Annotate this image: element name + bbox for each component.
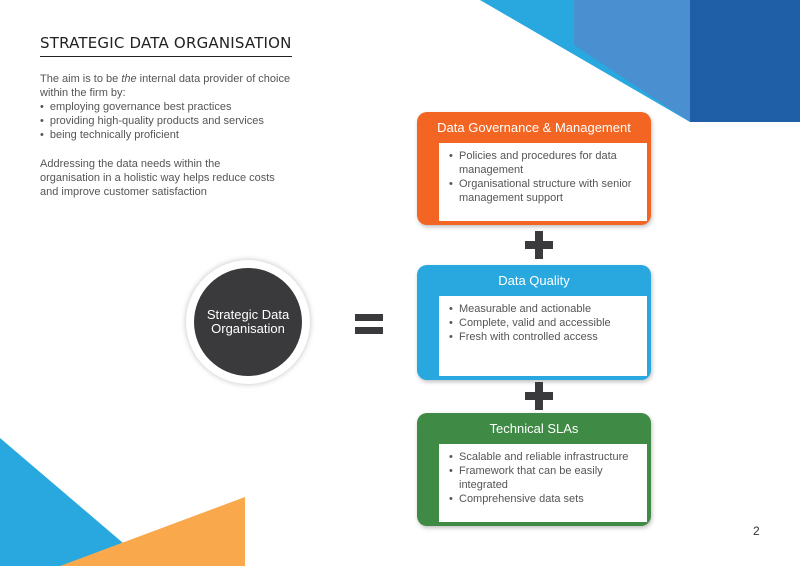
- list-item: Policies and procedures for data managem…: [449, 149, 639, 177]
- intro-paragraph: Addressing the data needs within the org…: [40, 158, 275, 198]
- intro-text: The aim is to be the internal data provi…: [40, 72, 320, 142]
- box-data-quality: Data Quality Measurable and actionable C…: [417, 265, 651, 380]
- list-item: Complete, valid and accessible: [449, 316, 639, 330]
- plus-sign: [525, 382, 553, 410]
- list-item: providing high-quality products and serv…: [40, 114, 320, 128]
- list-item: employing governance best practices: [40, 100, 320, 114]
- page-title: STRATEGIC DATA ORGANISATION: [40, 34, 292, 57]
- box-technical-slas: Technical SLAs Scalable and reliable inf…: [417, 413, 651, 526]
- box-body: Policies and procedures for data managem…: [439, 143, 647, 221]
- bottom-left-triangle-blue: [0, 438, 150, 566]
- equals-sign: [355, 314, 383, 338]
- emphasis: the: [121, 73, 137, 85]
- box-title: Data Quality: [498, 273, 570, 288]
- list-item: Measurable and actionable: [449, 302, 639, 316]
- list-item: Organisational structure with senior man…: [449, 177, 639, 205]
- box-title: Data Governance & Management: [437, 120, 631, 135]
- list-item: Comprehensive data sets: [449, 492, 639, 506]
- list-item: being technically proficient: [40, 128, 320, 142]
- plus-sign: [525, 231, 553, 259]
- page-number: 2: [753, 524, 760, 538]
- top-right-triangle-dark: [690, 0, 800, 122]
- intro-sentence: The aim is to be the internal data provi…: [40, 73, 291, 99]
- bottom-left-triangle-orange-main: [60, 497, 245, 566]
- box-body: Measurable and actionable Complete, vali…: [439, 296, 647, 376]
- list-item: Scalable and reliable infrastructure: [449, 450, 639, 464]
- box-title: Technical SLAs: [489, 421, 579, 436]
- box-data-governance: Data Governance & Management Policies an…: [417, 112, 651, 225]
- circle-label: Strategic Data Organisation: [206, 307, 290, 336]
- list-item: Fresh with controlled access: [449, 330, 639, 344]
- strategic-data-organisation-circle: Strategic Data Organisation: [186, 260, 310, 384]
- intro-bullet-list: employing governance best practices prov…: [40, 100, 320, 142]
- box-body: Scalable and reliable infrastructure Fra…: [439, 444, 647, 522]
- list-item: Framework that can be easily integrated: [449, 464, 639, 492]
